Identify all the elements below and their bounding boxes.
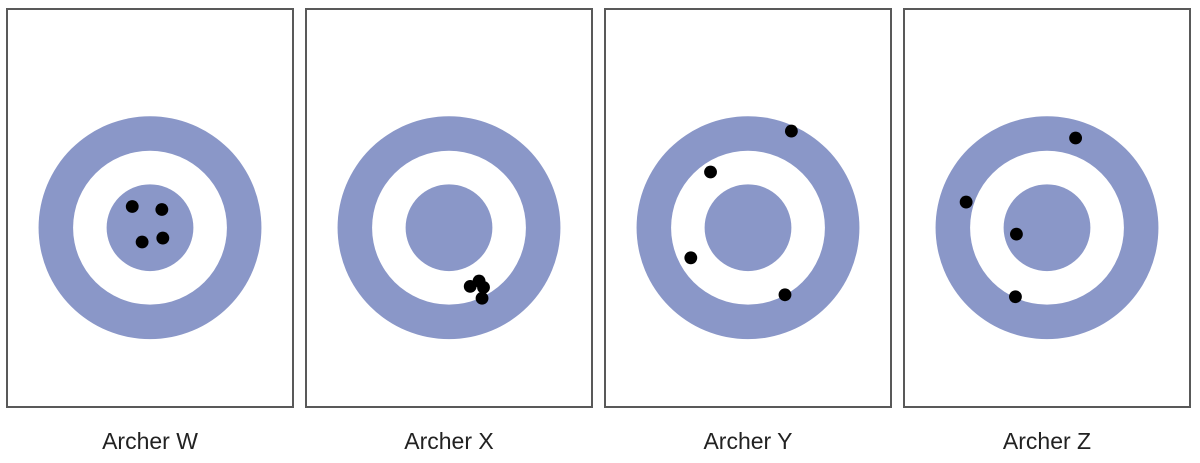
- bullseye: [405, 184, 493, 272]
- bullseye: [1003, 184, 1091, 272]
- target-panel-x: [305, 8, 593, 408]
- target-w-drawing: [38, 116, 262, 340]
- archer-w-label: Archer W: [102, 428, 198, 454]
- arrow-hit: [704, 165, 717, 179]
- arrow-hit: [463, 279, 477, 293]
- bullseye: [106, 184, 194, 272]
- arrow-hit: [1010, 227, 1023, 241]
- target-panel-z: [903, 8, 1191, 408]
- target-panel-w: [6, 8, 294, 408]
- arrow-hit: [1009, 290, 1022, 304]
- arrow-hit: [155, 203, 169, 216]
- arrow-hit: [778, 288, 792, 302]
- arrow-hit: [784, 124, 798, 138]
- arrow-hit: [959, 195, 973, 209]
- target-y-drawing: [636, 116, 860, 340]
- bullseye: [704, 184, 792, 272]
- arrow-hit: [135, 235, 149, 249]
- arrow-hit: [684, 251, 698, 265]
- arrow-hit: [475, 291, 489, 305]
- arrow-hit: [156, 231, 170, 245]
- archer-x-label: Archer X: [404, 428, 494, 454]
- target-panel-y: [604, 8, 892, 408]
- target-z-drawing: [935, 116, 1159, 340]
- arrow-hit: [477, 280, 490, 294]
- archer-y-label: Archer Y: [703, 428, 793, 454]
- target-x-drawing: [337, 116, 561, 340]
- arrow-hit: [1069, 131, 1083, 145]
- arrow-hit: [125, 200, 139, 213]
- archer-z-label: Archer Z: [1002, 428, 1092, 454]
